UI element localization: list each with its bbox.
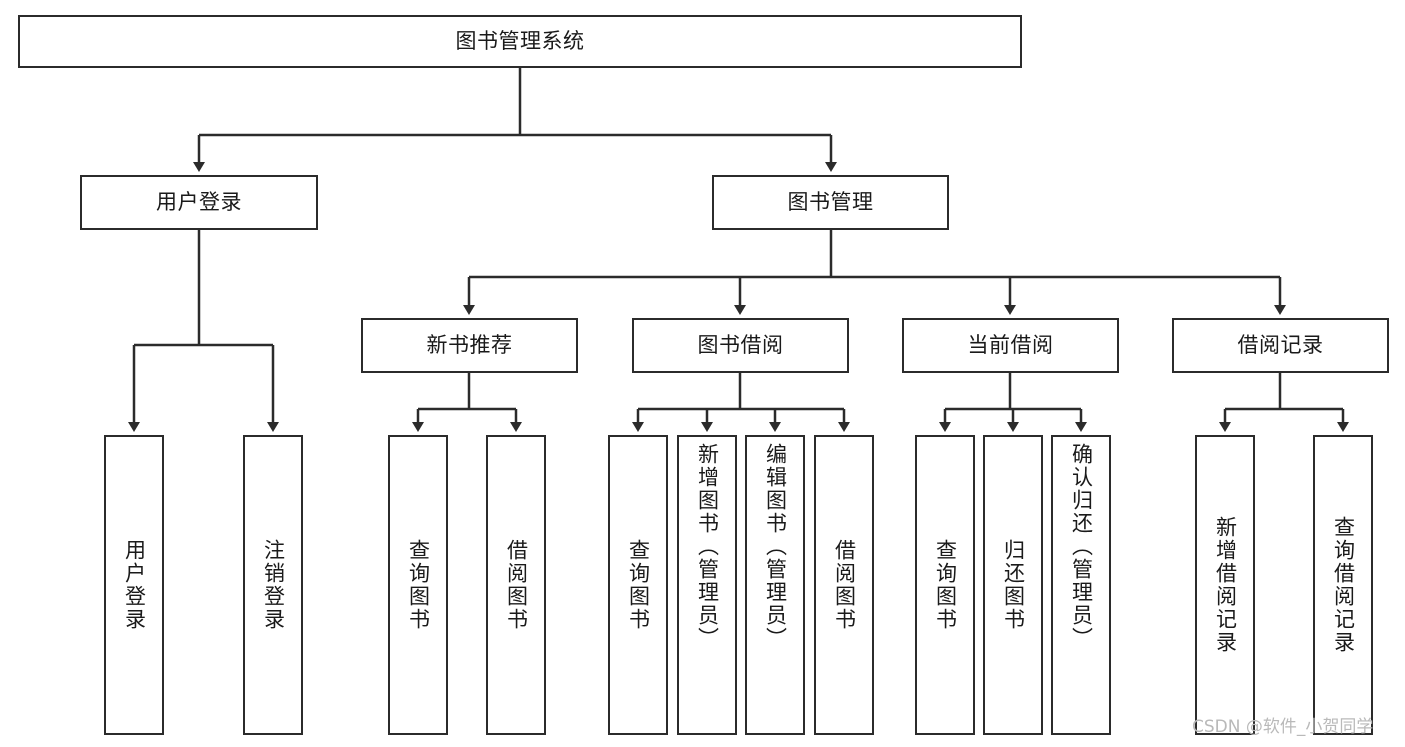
node-book-borrow[interactable]: 图书借阅 — [632, 318, 849, 373]
node-leaf-query-borrow-record[interactable]: 查询借阅记录 — [1313, 435, 1373, 735]
node-leaf-confirm-return[interactable]: 确认归还（管理员） — [1051, 435, 1111, 735]
node-leaf-add-borrow-record[interactable]: 新增借阅记录 — [1195, 435, 1255, 735]
node-label: 新增图书（管理员） — [695, 443, 720, 650]
node-leaf-return-book[interactable]: 归还图书 — [983, 435, 1043, 735]
node-label: 借阅图书 — [504, 539, 529, 631]
node-leaf-borrow-book[interactable]: 借阅图书 — [814, 435, 874, 735]
node-leaf-query-book-borrow[interactable]: 查询图书 — [608, 435, 668, 735]
csdn-watermark: CSDN @软件_小贺同学 — [1192, 717, 1374, 737]
node-leaf-user-logout[interactable]: 注销登录 — [243, 435, 303, 735]
node-new-book-recommend[interactable]: 新书推荐 — [361, 318, 578, 373]
node-label: 图书管理 — [787, 190, 874, 215]
node-label: 用户登录 — [122, 539, 147, 631]
node-label: 新书推荐 — [426, 333, 513, 358]
node-borrow-record[interactable]: 借阅记录 — [1172, 318, 1389, 373]
node-label: 新增借阅记录 — [1213, 516, 1238, 654]
node-label: 查询图书 — [626, 539, 651, 631]
node-label: 确认归还（管理员） — [1069, 443, 1094, 650]
node-label: 图书管理系统 — [455, 29, 585, 54]
node-label: 编辑图书（管理员） — [763, 443, 788, 650]
node-label: 当前借阅 — [967, 333, 1054, 358]
node-label: 查询图书 — [406, 539, 431, 631]
node-current-borrow[interactable]: 当前借阅 — [902, 318, 1119, 373]
node-label: 查询图书 — [933, 539, 958, 631]
node-leaf-edit-book[interactable]: 编辑图书（管理员） — [745, 435, 805, 735]
node-root-system[interactable]: 图书管理系统 — [18, 15, 1022, 68]
node-label: 图书借阅 — [697, 333, 784, 358]
node-user-login[interactable]: 用户登录 — [80, 175, 318, 230]
node-label: 查询借阅记录 — [1331, 516, 1356, 654]
node-leaf-query-book-current[interactable]: 查询图书 — [915, 435, 975, 735]
node-leaf-add-book[interactable]: 新增图书（管理员） — [677, 435, 737, 735]
node-label: 借阅记录 — [1237, 333, 1324, 358]
node-label: 借阅图书 — [832, 539, 857, 631]
node-leaf-query-book-recommend[interactable]: 查询图书 — [388, 435, 448, 735]
node-label: 用户登录 — [156, 190, 242, 215]
node-leaf-borrow-book-recommend[interactable]: 借阅图书 — [486, 435, 546, 735]
node-label: 归还图书 — [1001, 539, 1026, 631]
node-book-manage[interactable]: 图书管理 — [712, 175, 949, 230]
node-leaf-user-login[interactable]: 用户登录 — [104, 435, 164, 735]
node-label: 注销登录 — [261, 539, 286, 631]
